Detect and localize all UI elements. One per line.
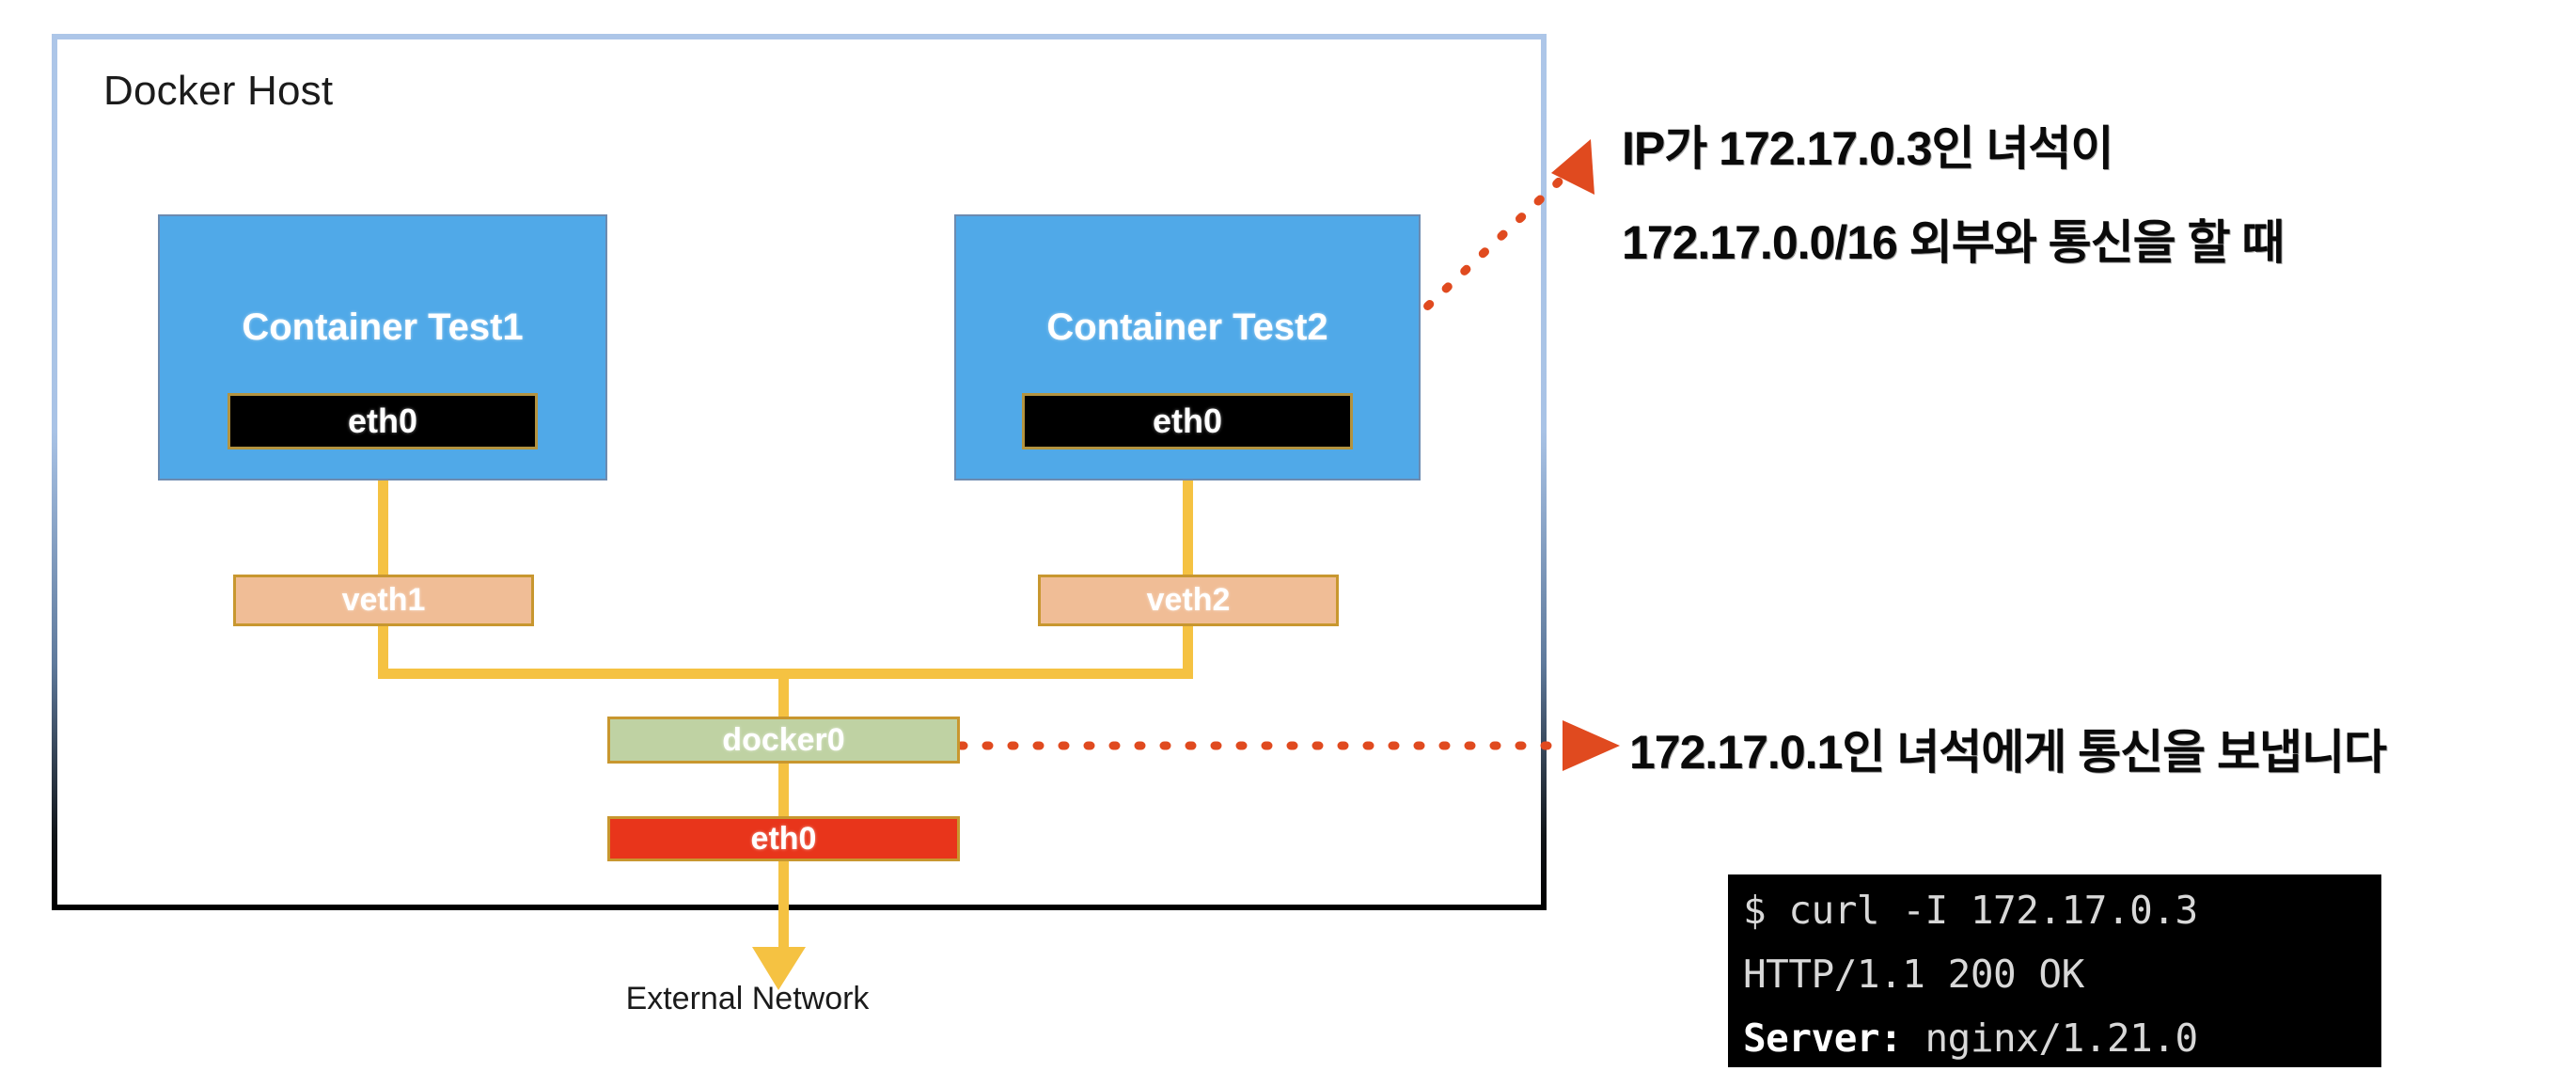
wire-bus-to-docker0: [778, 669, 789, 725]
annotation-top-line2: 172.17.0.0/16 외부와 통신을 할 때: [1622, 216, 2285, 269]
wire-c2-eth0-to-veth2: [1183, 448, 1193, 579]
host-eth0-interface[interactable]: eth0: [607, 816, 960, 861]
wire-veth2-down: [1183, 621, 1193, 679]
container-test1[interactable]: Container Test1 eth0: [158, 214, 607, 480]
terminal-line-2: HTTP/1.1 200 OK: [1743, 952, 2084, 997]
wire-c1-eth0-to-veth1: [378, 448, 388, 579]
container-test2[interactable]: Container Test2 eth0: [954, 214, 1421, 480]
veth1-node[interactable]: veth1: [233, 575, 534, 626]
wire-eth0-to-external: [778, 856, 789, 959]
docker-host-title: Docker Host: [103, 68, 334, 114]
terminal-line-1: $ curl -I 172.17.0.3: [1743, 888, 2198, 933]
container-test2-label: Container Test2: [1046, 307, 1328, 348]
annotation-bottom-line1: 172.17.0.1인 녀석에게 통신을 보냅니다: [1629, 726, 2387, 779]
dotted-arrowhead-top: [1551, 139, 1594, 195]
dotted-arrowhead-bottom: [1563, 720, 1620, 771]
terminal-line-3-header: Server:: [1743, 1016, 1903, 1061]
container-test1-label: Container Test1: [242, 307, 524, 348]
terminal-line-3-value: nginx/1.21.0: [1902, 1016, 2198, 1061]
container-test2-eth0[interactable]: eth0: [1022, 393, 1353, 449]
wire-docker0-to-eth0: [778, 757, 789, 823]
external-network-label: External Network: [625, 981, 870, 1016]
wire-veth1-down: [378, 621, 388, 679]
docker0-bridge[interactable]: docker0: [607, 717, 960, 764]
annotation-top-line1: IP가 172.17.0.3인 녀석이: [1622, 122, 2113, 175]
container-test1-eth0[interactable]: eth0: [228, 393, 538, 449]
terminal-output: $ curl -I 172.17.0.3 HTTP/1.1 200 OK Ser…: [1728, 874, 2381, 1067]
veth2-node[interactable]: veth2: [1038, 575, 1339, 626]
